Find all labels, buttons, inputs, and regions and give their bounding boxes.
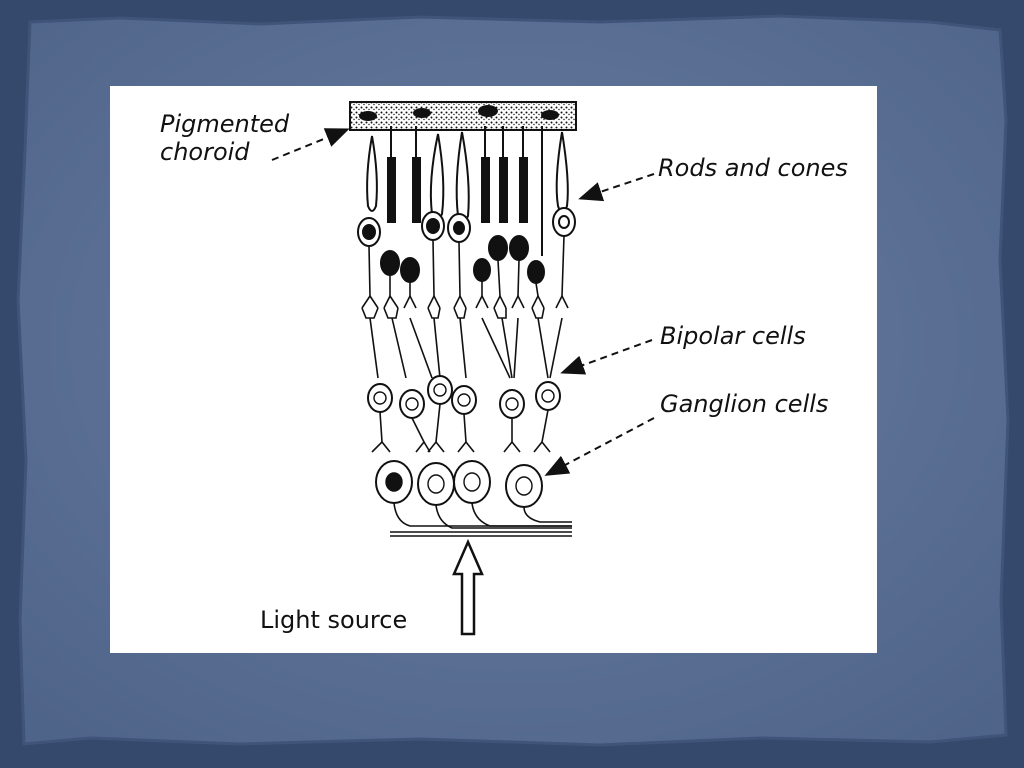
label-choroid: choroid — [160, 138, 289, 166]
diagram-panel: Pigmented choroid Rods and cones Bipolar… — [110, 86, 877, 653]
label-ganglion-cells: Ganglion cells — [660, 390, 828, 418]
label-light-source: Light source — [260, 606, 407, 634]
label-rods-and-cones: Rods and cones — [658, 154, 848, 182]
label-pigmented-choroid: Pigmented choroid — [160, 110, 289, 166]
label-bipolar-cells: Bipolar cells — [660, 322, 806, 350]
up-arrow-icon — [454, 542, 482, 634]
pigmented-choroid-band — [350, 102, 576, 130]
label-pigmented: Pigmented — [160, 110, 289, 138]
optic-nerve-fibres — [390, 503, 572, 536]
bipolar-dendrites — [362, 308, 562, 378]
